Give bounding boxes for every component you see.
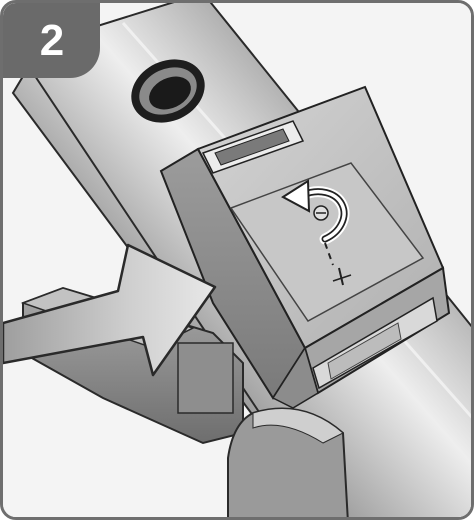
rotate-counterclockwise-icon <box>281 179 350 245</box>
screw-icon <box>313 205 329 221</box>
assembly-illustration <box>3 3 471 517</box>
pointing-arrow-icon <box>3 243 217 377</box>
step-number: 2 <box>39 16 65 65</box>
step-badge: 2 <box>3 3 100 78</box>
tube-hole <box>131 59 205 123</box>
alignment-guide <box>324 242 352 286</box>
foot-block <box>227 407 349 517</box>
clip-housing <box>159 85 451 409</box>
